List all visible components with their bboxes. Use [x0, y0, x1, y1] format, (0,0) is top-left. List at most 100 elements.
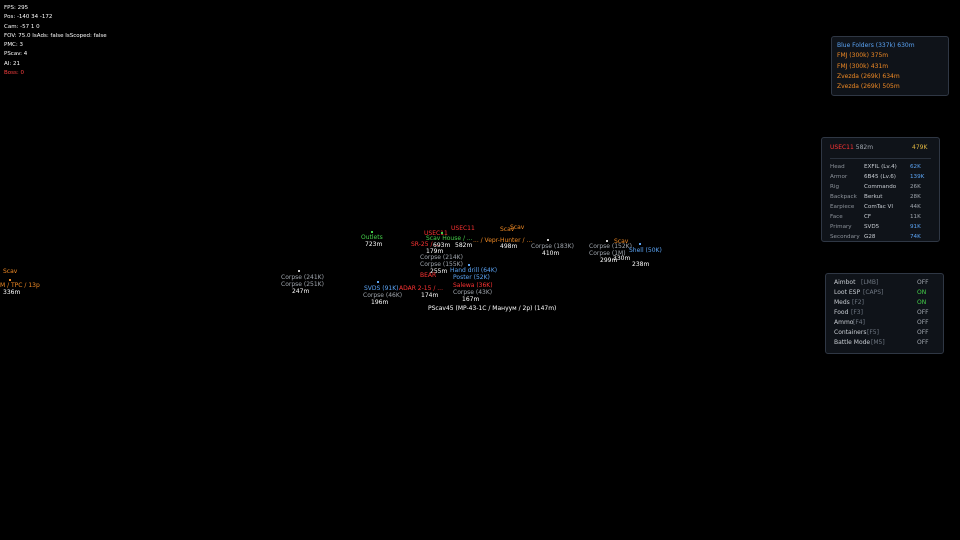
toggle-label: Battle Mode [834, 339, 871, 346]
gear-price: 91K [910, 224, 921, 230]
esp-distance: 723m [365, 241, 383, 248]
esp-corpse-label: Corpse (214K) [420, 254, 463, 261]
toggle-state: OFF [917, 279, 929, 286]
gear-slot: Backpack [830, 194, 857, 200]
esp-distance: 299m [600, 257, 618, 264]
player-name: USEC11 [830, 144, 854, 151]
gear-slot: Armor [830, 174, 848, 180]
esp-distance: 196m [371, 299, 389, 306]
toggle-hotkey: [LMB] [861, 279, 879, 286]
esp-corpse-label: Corpse (152K) [589, 243, 632, 250]
player-value: 479K [912, 144, 928, 151]
esp-distance: 410m [542, 250, 560, 257]
esp-loot-name: SVDS (91K) [364, 285, 399, 292]
camera-text: Cam: -57 1 0 [4, 23, 40, 30]
esp-player-weapon: SR-25 / ... [411, 241, 441, 248]
gear-row: Backpack Berkut 28K [830, 192, 931, 202]
gear-item: 6B45 (Lv.6) [864, 174, 896, 180]
gear-item: G28 [864, 234, 876, 240]
gear-slot: Primary [830, 224, 852, 230]
pscav-count: PScav: 4 [4, 51, 28, 58]
esp-corpse-label: Corpse (241K) [281, 274, 324, 281]
esp-distance: 238m [632, 261, 650, 268]
toggle-hotkey: [F4] [853, 319, 865, 326]
esp-loot-name: Shell (50K) [629, 247, 662, 254]
gear-slot: Head [830, 164, 845, 170]
esp-distance: 179m [426, 248, 444, 255]
fov-text: FOV: 75.0 IsAds: false IsScoped: false [4, 32, 107, 39]
toggle-state: OFF [917, 339, 929, 346]
toggle-row: Food[F3]OFF [834, 308, 935, 318]
gear-item: EXFIL (Lv.4) [864, 164, 897, 170]
esp-scav-weapon: ... / Vepr-Hunter / ... [473, 237, 533, 244]
gear-price: 74K [910, 234, 921, 240]
toggle-state: OFF [917, 309, 929, 316]
boss-count: Boss: 0 [4, 70, 24, 77]
toggle-row: Aimbot [LMB] OFF [834, 278, 935, 288]
gear-price: 11K [910, 214, 921, 220]
debug-readout: FPS: 295 Pos: -140 34 -172 Cam: -57 1 0 … [4, 4, 107, 78]
esp-pscav-label: PScav45 (MP-43-1C / Мануум / 2p) (147m) [428, 305, 557, 312]
esp-scav-name: Scav [510, 224, 525, 231]
esp-distance: 330m [613, 255, 631, 262]
esp-distance: 247m [292, 288, 310, 295]
toggle-row: Battle Mode[M5] OFF [834, 338, 935, 348]
esp-marker [9, 279, 11, 281]
esp-scav-distance: 336m [3, 289, 21, 296]
esp-marker [377, 281, 379, 283]
esp-distance: 174m [421, 292, 439, 299]
esp-distance: 582m [455, 242, 473, 249]
esp-player-name: BEAR [420, 272, 437, 279]
toggle-state: OFF [917, 319, 929, 326]
toggle-hotkey: [M5] [871, 339, 885, 346]
gear-item: Commando [864, 184, 897, 190]
divider [830, 158, 931, 159]
gear-price: 28K [910, 194, 921, 200]
esp-loot-name: Salewa (36K) [453, 282, 493, 289]
toggle-row: Ammo[F4] OFF [834, 318, 935, 328]
gear-price: 62K [910, 164, 921, 170]
esp-corpse-label: Corpse (183K) [531, 243, 574, 250]
gear-slot: Earpiece [830, 204, 855, 210]
gear-price: 44K [910, 204, 921, 210]
esp-corpse-label: Corpse (46K) [363, 292, 403, 299]
esp-marker [639, 243, 641, 245]
loot-list-item: Zvezda (269k) 505m [837, 83, 900, 91]
toggle-label: Meds [834, 299, 850, 306]
esp-marker [547, 239, 549, 241]
gear-item: Berkut [864, 194, 883, 200]
toggle-hotkey: [F2] [852, 299, 864, 306]
esp-corpse-label: Corpse (1M) [589, 250, 626, 257]
esp-marker [606, 240, 608, 242]
toggle-label: Ammo [834, 319, 854, 326]
esp-distance: 498m [500, 243, 518, 250]
gear-item: ComTac VI [864, 204, 894, 210]
toggle-row: Loot ESP[CAPS]ON [834, 288, 935, 298]
toggle-hotkey: [CAPS] [863, 289, 884, 296]
esp-scav-name: Scav [3, 268, 18, 275]
gear-price: 139K [910, 174, 925, 180]
esp-loot-name: Hand drill (64K) [450, 267, 498, 274]
position-text: Pos: -140 34 -172 [4, 14, 53, 21]
esp-scav-name: Scav [614, 238, 629, 245]
gear-row: Head EXFIL (Lv.4) 62K [830, 162, 931, 172]
toggle-row: Containers[F5]OFF [834, 328, 935, 338]
loot-list-item: Blue Folders (337k) 630m [837, 42, 915, 49]
esp-player-name: USEC11 [424, 230, 448, 237]
gear-list: Head EXFIL (Lv.4) 62K Armor 6B45 (Lv.6) 139K R… [830, 162, 931, 242]
loot-list-item: FMJ (300k) 375m [837, 52, 889, 60]
toggle-label: Aimbot [834, 279, 856, 286]
gear-row: Armor 6B45 (Lv.6) 139K [830, 172, 931, 182]
esp-scav-name: Scav [500, 226, 515, 233]
esp-player-tag: Scav House / ... [426, 235, 473, 242]
toggle-label: Food [834, 309, 849, 316]
esp-loot-name: Poster (52K) [453, 274, 490, 281]
esp-loot-name: Outlets [361, 234, 383, 241]
loot-list-item: FMJ (300k) 431m [837, 62, 889, 70]
